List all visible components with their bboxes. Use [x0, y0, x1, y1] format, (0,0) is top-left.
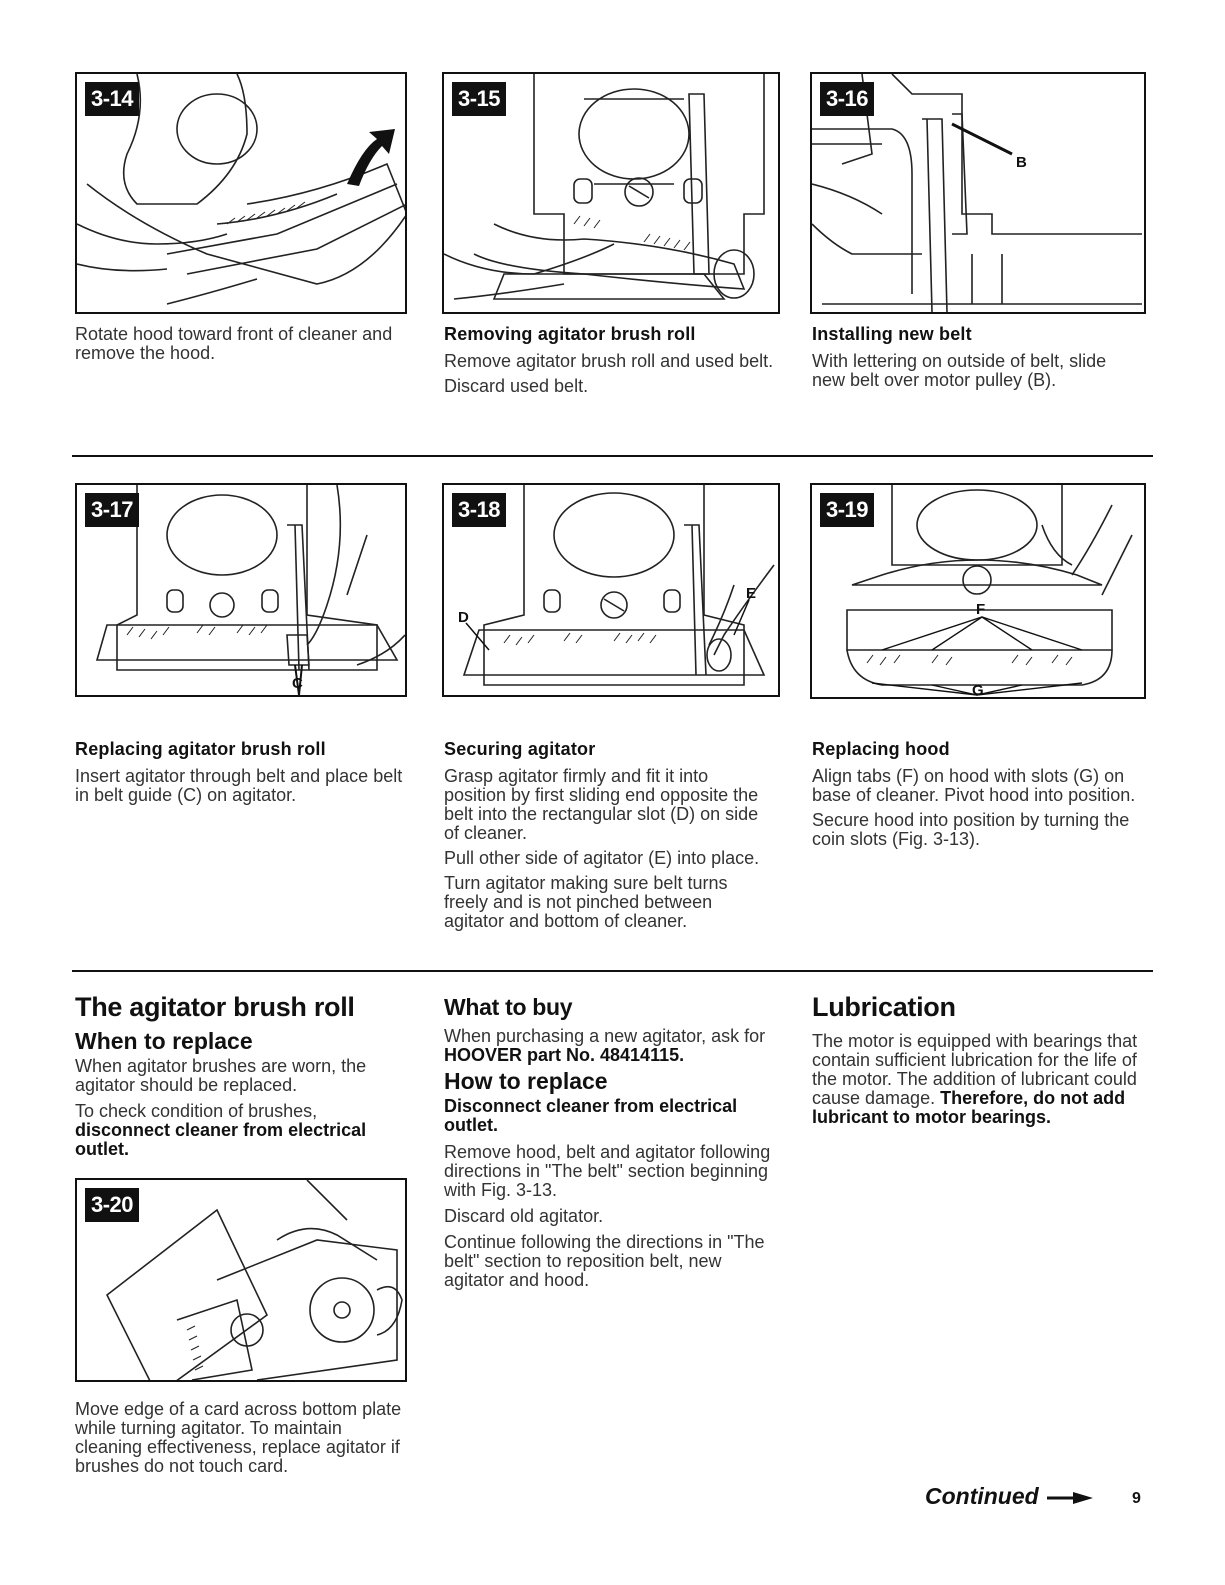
how-p4: Continue following the directions in "Th…: [444, 1232, 765, 1290]
section-title-lubrication: Lubrication: [812, 992, 956, 1022]
figure-3-15: 3-15: [442, 72, 780, 314]
divider-1: [72, 455, 1153, 457]
buy-p1: When purchasing a new agitator, ask for …: [444, 1027, 774, 1065]
caption-3-19: Replacing hood Align tabs (F) on hood wi…: [812, 740, 1142, 855]
callout-b: B: [1016, 154, 1027, 171]
section-title-agitator: The agitator brush roll: [75, 992, 355, 1022]
figure-3-20-label: 3-20: [85, 1188, 140, 1222]
arrow-right-icon: [1047, 1491, 1094, 1504]
callout-g: G: [972, 682, 984, 699]
lube-p1: The motor is equipped with bearings that…: [812, 1032, 1142, 1127]
figure-3-15-illustration: [444, 74, 765, 300]
how-p3: Discard old agitator.: [444, 1206, 604, 1226]
figure-3-15-label: 3-15: [452, 82, 507, 116]
when-p1: When agitator brushes are worn, the agit…: [75, 1056, 367, 1095]
caption-3-19-p2: Secure hood into position by turning the…: [812, 810, 1130, 849]
caption-3-17-heading: Replacing agitator brush roll: [75, 739, 326, 759]
section-title-what-to-buy: What to buy: [444, 994, 573, 1020]
figure-3-18-label: 3-18: [452, 493, 507, 527]
figure-3-17-label: 3-17: [85, 493, 140, 527]
lube-warning: Therefore, do not add lubricant to motor…: [812, 1088, 1126, 1127]
caption-3-14: Rotate hood toward front of cleaner and …: [75, 325, 405, 369]
caption-3-14-text: Rotate hood toward front of cleaner and …: [75, 324, 393, 363]
caption-3-15: Removing agitator brush roll Remove agit…: [444, 325, 774, 402]
page-number: 9: [1132, 1490, 1141, 1507]
figure-3-19: 3-19 F G: [810, 483, 1146, 699]
divider-2: [72, 970, 1153, 972]
caption-3-16-heading: Installing new belt: [812, 324, 972, 344]
continued-label: Continued: [925, 1483, 1095, 1510]
how-disconnect: Disconnect cleaner from electrical outle…: [444, 1096, 738, 1135]
caption-3-19-heading: Replacing hood: [812, 739, 950, 759]
caption-3-18-heading: Securing agitator: [444, 739, 596, 759]
callout-d: D: [458, 609, 469, 626]
caption-3-15-p1: Remove agitator brush roll and used belt…: [444, 351, 774, 371]
figure-3-14: 3-14: [75, 72, 407, 314]
caption-3-16-p1: With lettering on outside of belt, slide…: [812, 351, 1107, 390]
section-buy-body: When purchasing a new agitator, ask for …: [444, 1027, 774, 1297]
when-p2-text: To check condition of brushes,: [75, 1101, 318, 1121]
figure-3-19-label: 3-19: [820, 493, 875, 527]
caption-3-18-p2: Pull other side of agitator (E) into pla…: [444, 848, 760, 868]
figure-3-17: 3-17 C: [75, 483, 407, 697]
caption-3-18-p3: Turn agitator making sure belt turns fre…: [444, 873, 728, 931]
caption-3-18: Securing agitator Grasp agitator firmly …: [444, 740, 774, 937]
section-agitator-body: When to replace When agitator brushes ar…: [75, 1028, 410, 1166]
caption-3-15-heading: Removing agitator brush roll: [444, 324, 696, 344]
caption-3-17: Replacing agitator brush roll Insert agi…: [75, 740, 410, 811]
callout-e: E: [746, 585, 757, 602]
subheading-how-to-replace: How to replace: [444, 1068, 608, 1094]
continued-text: Continued: [925, 1483, 1039, 1509]
figure-3-16-label: 3-16: [820, 82, 875, 116]
when-p2-bold: disconnect cleaner from electrical outle…: [75, 1120, 367, 1159]
when-p2: To check condition of brushes, disconnec…: [75, 1102, 410, 1159]
figure-3-19-illustration: [846, 485, 1133, 696]
callout-f: F: [976, 601, 986, 618]
how-p2: Remove hood, belt and agitator following…: [444, 1142, 771, 1200]
caption-3-15-p2: Discard used belt.: [444, 376, 589, 396]
buy-p1-text: When purchasing a new agitator, ask for: [444, 1026, 766, 1046]
section-lube-body: The motor is equipped with bearings that…: [812, 1032, 1142, 1134]
caption-3-20: Move edge of a card across bottom plate …: [75, 1400, 405, 1483]
figure-3-18-illustration: [462, 485, 775, 686]
figure-3-17-illustration: [95, 485, 405, 695]
figure-3-14-illustration: [77, 74, 405, 305]
figure-3-16-illustration: [812, 74, 1142, 312]
lube-p1-text: The motor is equipped with bearings that…: [812, 1031, 1138, 1108]
callout-c: C: [292, 675, 303, 692]
caption-3-18-p1: Grasp agitator firmly and fit it into po…: [444, 766, 759, 843]
figure-3-16: 3-16 B: [810, 72, 1146, 314]
subheading-when-to-replace: When to replace: [75, 1028, 253, 1054]
figure-3-18: 3-18 D E: [442, 483, 780, 697]
caption-3-20-text: Move edge of a card across bottom plate …: [75, 1399, 402, 1476]
caption-3-19-p1: Align tabs (F) on hood with slots (G) on…: [812, 766, 1136, 805]
buy-part-number: HOOVER part No. 48414115.: [444, 1045, 685, 1065]
caption-3-17-p1: Insert agitator through belt and place b…: [75, 766, 403, 805]
figure-3-14-label: 3-14: [85, 82, 140, 116]
figure-3-20: 3-20: [75, 1178, 407, 1382]
caption-3-16: Installing new belt With lettering on ou…: [812, 325, 1142, 396]
figure-3-20-illustration: [105, 1180, 403, 1380]
